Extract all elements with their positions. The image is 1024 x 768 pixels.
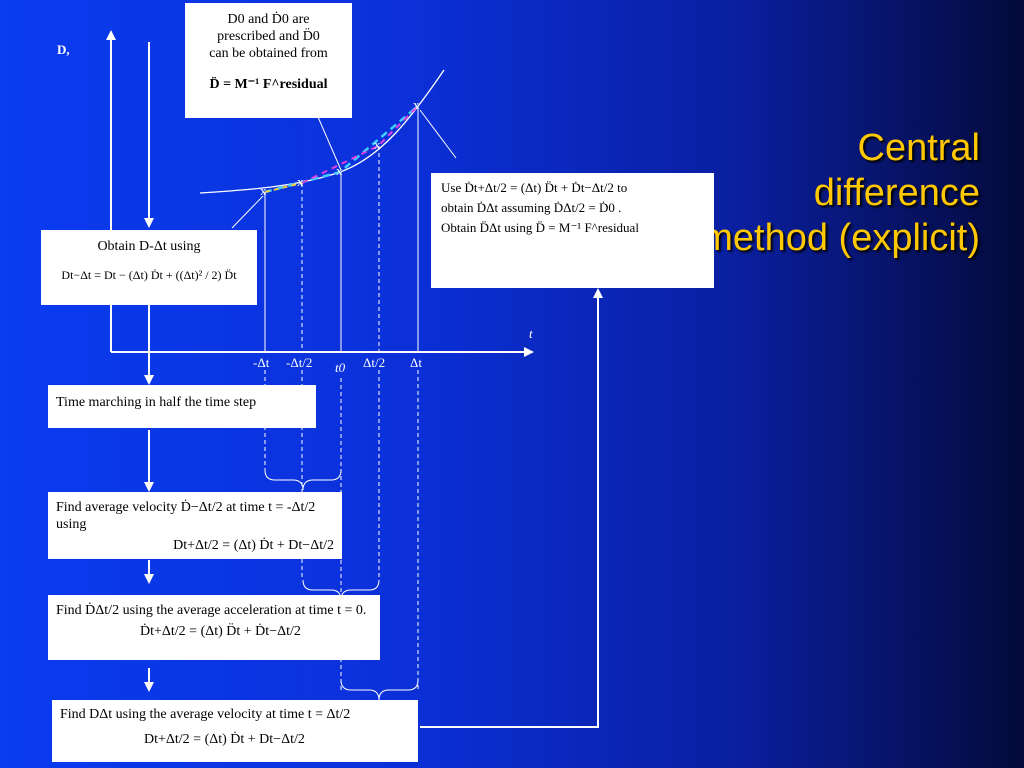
title-line-3: method (explicit) (701, 217, 980, 259)
pointer-obtain-box (231, 195, 264, 229)
y-axis-label: D, (57, 42, 70, 57)
velocity-line-1: Find average velocity Ḋ−Δt/2 at time t =… (56, 500, 316, 532)
dashed-estimate-magenta (301, 105, 419, 184)
obtain-previous-box: Obtain D-Δt using Dt−Δt = Dt − (Δt) Ḋt +… (41, 230, 257, 305)
title-line-2: difference (813, 172, 980, 214)
point-marker-5: x (413, 97, 420, 112)
use-line-2: obtain ḊΔt assuming ḊΔt/2 = Ḋ0 . (441, 200, 622, 215)
time-marching-text: Time marching in half the time step (56, 395, 257, 410)
accel-line-1: Find ḊΔt/2 using the average acceleratio… (56, 603, 367, 618)
time-marching-box: Time marching in half the time step (48, 385, 316, 428)
average-acceleration-box: Find ḊΔt/2 using the average acceleratio… (48, 595, 380, 660)
pointer-use-box (419, 109, 457, 159)
x-axis-label: t (529, 326, 533, 341)
tick-dt: Δt (410, 355, 422, 370)
title-line-1: Central (857, 127, 981, 169)
update-velocity-box: Use Ḋt+Δt/2 = (Δt) D̈t + Ḋt−Δt/2 to obta… (431, 173, 714, 288)
slide-title: Central difference method (explicit) (660, 126, 980, 261)
point-marker-4: x (374, 137, 381, 152)
final-equation: Dt+Δt/2 = (Δt) Ḋt + Dt−Δt/2 (144, 732, 305, 747)
point-marker-1: x (260, 183, 267, 198)
final-line-1: Find DΔt using the average velocity at t… (60, 707, 351, 722)
tick-t0: t0 (335, 360, 346, 375)
dashed-estimate-cyan (264, 105, 419, 194)
obtain-line-1: Obtain D-Δt using (97, 239, 201, 254)
initial-line-2: prescribed and D̈0 (217, 29, 320, 44)
pointer-top-box (317, 116, 342, 171)
use-line-1: Use Ḋt+Δt/2 = (Δt) D̈t + Ḋt−Δt/2 to (441, 180, 628, 195)
initial-line-3: can be obtained from (209, 46, 328, 61)
loop-back-arrow (420, 288, 603, 728)
initial-conditions-box: D0 and Ḋ0 are prescribed and D̈0 can be … (185, 3, 352, 118)
tick-minus-dt: -Δt (253, 355, 270, 370)
tick-half-dt: Δt/2 (363, 355, 386, 370)
tick-minus-half-dt: -Δt/2 (286, 355, 313, 370)
dashed-estimate-yellow (264, 182, 303, 193)
velocity-equation: Dt+Δt/2 = (Δt) Ḋt + Dt−Δt/2 (173, 538, 334, 553)
use-line-3: Obtain D̈Δt using D̈ = M⁻¹ F^residual (441, 220, 639, 235)
initial-equation: D̈ = M⁻¹ F^residual (209, 77, 328, 92)
accel-equation: Ḋt+Δt/2 = (Δt) D̈t + Ḋt−Δt/2 (140, 624, 301, 639)
obtain-equation: Dt−Δt = Dt − (Δt) Ḋt + ((Δt)² / 2) D̈t (61, 268, 237, 282)
point-marker-3: x (336, 163, 343, 178)
average-velocity-box: Find average velocity Ḋ−Δt/2 at time t =… (48, 492, 342, 559)
brace-3 (340, 679, 419, 701)
final-displacement-box: Find DΔt using the average velocity at t… (52, 700, 418, 762)
initial-line-1: D0 and Ḋ0 are (227, 12, 310, 27)
point-marker-2: x (297, 174, 304, 189)
brace-1 (264, 469, 342, 491)
